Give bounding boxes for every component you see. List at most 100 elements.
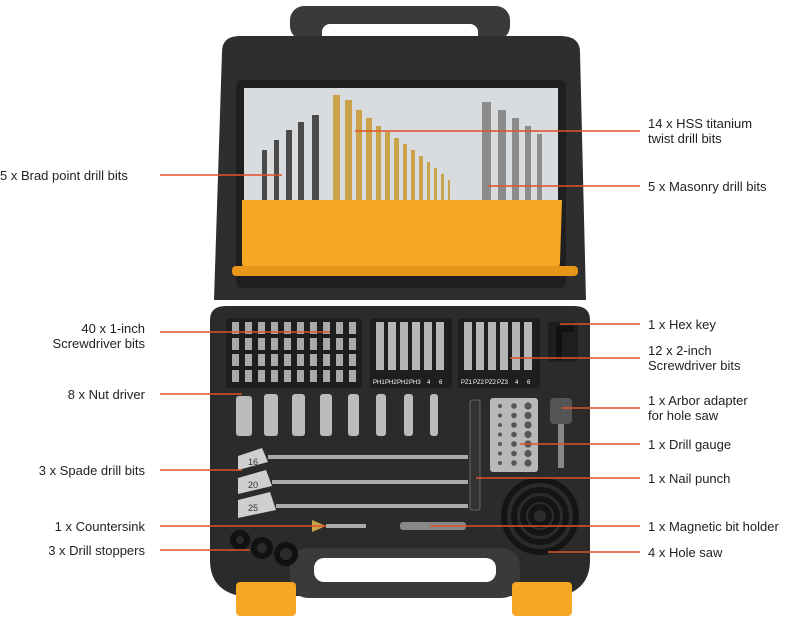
one-inch-bit — [297, 354, 304, 366]
one-inch-bit — [349, 338, 356, 350]
one-inch-bit — [323, 338, 330, 350]
one-inch-bit — [271, 338, 278, 350]
one-inch-bit — [284, 354, 291, 366]
label-nail-punch: 1 x Nail punch — [648, 471, 731, 486]
one-inch-bit — [297, 370, 304, 382]
one-inch-bit — [323, 322, 330, 334]
gauge-hole — [511, 412, 517, 419]
bit-mark: PZ1 — [461, 380, 473, 386]
spade-size-marks: 16 20 25 — [248, 457, 258, 513]
one-inch-bit — [245, 338, 252, 350]
one-inch-bit — [310, 322, 317, 334]
drill-stoppers — [230, 530, 298, 566]
one-inch-bit — [310, 338, 317, 350]
spade-drill-bits — [238, 448, 468, 518]
bit-mark: 4 — [515, 380, 519, 386]
label-brad-point: 5 x Brad point drill bits — [0, 168, 128, 183]
one-inch-bit — [258, 338, 265, 350]
one-inch-bit — [258, 322, 265, 334]
label-nut-driver: 8 x Nut driver — [67, 387, 145, 402]
one-inch-bit — [336, 338, 343, 350]
gauge-hole — [511, 431, 517, 438]
nut-drivers — [236, 394, 438, 436]
label-hex-key: 1 x Hex key — [648, 317, 716, 332]
hex-key — [548, 322, 578, 362]
short-bit-markings: PH1 PH2 PH2 PH3 4 6 PZ1 PZ2 PZ2 PZ3 4 6 — [373, 380, 531, 386]
gauge-hole — [498, 461, 502, 465]
bit-mark: 4 — [427, 380, 431, 386]
one-inch-bit — [271, 370, 278, 382]
gauge-hole — [511, 450, 517, 457]
one-inch-bit — [245, 322, 252, 334]
one-inch-bit — [271, 354, 278, 366]
gauge-hole — [524, 402, 532, 410]
one-inch-bit — [245, 354, 252, 366]
drill-bit-holder — [232, 200, 578, 276]
one-inch-bit — [349, 322, 356, 334]
one-inch-bit — [232, 338, 239, 350]
brad-point-drill-bits — [262, 115, 319, 205]
spade-size: 20 — [248, 480, 258, 490]
label-magnetic: 1 x Magnetic bit holder — [648, 519, 779, 534]
bit-mark: PZ2 — [485, 380, 497, 386]
one-inch-bit — [323, 354, 330, 366]
leader-lines — [160, 130, 640, 553]
bit-mark: 6 — [527, 380, 531, 386]
one-inch-bit — [284, 338, 291, 350]
hole-saws — [501, 477, 579, 555]
gauge-hole — [524, 411, 532, 420]
one-inch-bit — [323, 370, 330, 382]
bit-mark: PH2 — [397, 380, 409, 386]
bit-mark: PH2 — [385, 380, 397, 386]
one-inch-bit — [284, 370, 291, 382]
label-countersink: 1 x Countersink — [54, 519, 145, 534]
one-inch-bit — [232, 370, 239, 382]
one-inch-bit — [258, 370, 265, 382]
label-spade: 3 x Spade drill bits — [38, 463, 145, 478]
one-inch-bit — [284, 322, 291, 334]
label-drill-gauge: 1 x Drill gauge — [648, 437, 732, 452]
nail-punch — [469, 399, 481, 511]
gauge-hole — [524, 449, 532, 458]
one-inch-bit — [258, 354, 265, 366]
spade-size: 25 — [248, 503, 258, 513]
drill-gauge — [490, 398, 538, 472]
bit-mark: PZ3 — [497, 380, 509, 386]
bit-mark: PH1 — [373, 380, 385, 386]
one-inch-bit — [297, 322, 304, 334]
one-inch-bit — [349, 354, 356, 366]
gauge-hole — [498, 451, 502, 456]
spade-size: 16 — [248, 457, 258, 467]
one-inch-bit — [349, 370, 356, 382]
one-inch-bit — [297, 338, 304, 350]
one-inch-bit — [336, 354, 343, 366]
gauge-hole — [524, 430, 532, 439]
label-hole-saw: 4 x Hole saw — [648, 545, 723, 560]
one-inch-bit — [336, 370, 343, 382]
one-inch-screwdriver-bits — [226, 318, 362, 388]
gauge-hole — [511, 422, 517, 428]
bit-mark: 6 — [439, 380, 443, 386]
gauge-hole — [498, 423, 502, 427]
gauge-hole — [524, 459, 532, 467]
two-inch-screwdriver-bits — [370, 318, 540, 388]
one-inch-bit — [245, 370, 252, 382]
label-masonry: 5 x Masonry drill bits — [648, 179, 767, 194]
arbor-adapter — [550, 398, 572, 468]
gauge-hole — [524, 421, 532, 429]
bit-mark: PH3 — [409, 380, 421, 386]
gauge-hole — [498, 432, 502, 437]
one-inch-bit — [232, 322, 239, 334]
hss-titanium-twist-drill-bits — [333, 95, 450, 205]
case-feet — [236, 582, 572, 616]
gauge-hole — [498, 404, 502, 408]
gauge-hole — [511, 403, 517, 409]
bit-mark: PZ2 — [473, 380, 485, 386]
gauge-hole — [498, 413, 502, 418]
one-inch-bit — [271, 322, 278, 334]
